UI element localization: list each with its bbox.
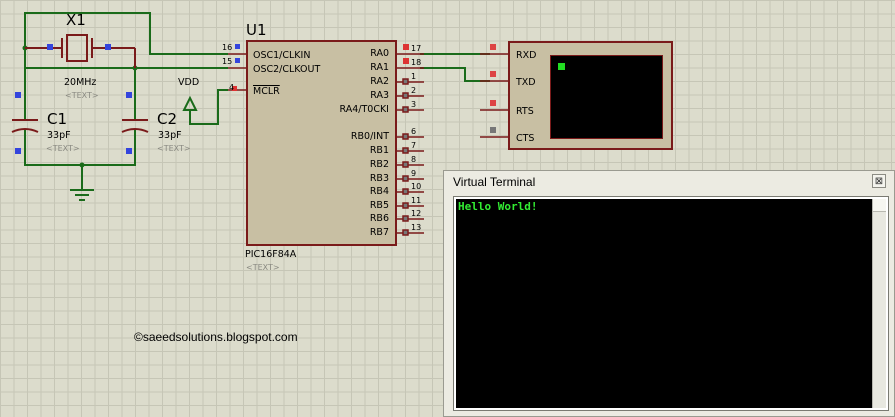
pin-ra4-t0cki-label: RA4/T0CKI bbox=[339, 104, 389, 115]
pin-marker-3 bbox=[402, 106, 409, 113]
c2-ref: C2 bbox=[157, 110, 178, 128]
vdd-label: VDD bbox=[178, 77, 200, 88]
term-pin-rxd: RXD bbox=[516, 50, 537, 61]
pin-rb7-label: RB7 bbox=[369, 227, 389, 238]
term-pin-cts: CTS bbox=[516, 133, 535, 144]
pin-15-num: 15 bbox=[222, 57, 233, 66]
pin-16-num: 16 bbox=[222, 43, 233, 52]
terminal-output-text: Hello World! bbox=[458, 200, 538, 213]
pin-marker-2 bbox=[402, 92, 409, 99]
pin-marker-7 bbox=[402, 147, 409, 154]
pin-ra2-label: RA2 bbox=[370, 76, 389, 87]
pin-marker-13 bbox=[402, 229, 409, 236]
pin-2-num: 2 bbox=[411, 86, 417, 95]
pin-17-num: 17 bbox=[411, 44, 422, 53]
pin-marker-8 bbox=[402, 161, 409, 168]
terminal-frame: Hello World! bbox=[453, 196, 889, 411]
pin-rb3-label: RB3 bbox=[369, 173, 389, 184]
pin-mclr-label: MCLR bbox=[253, 86, 280, 97]
mcu-part: PIC16F84A bbox=[245, 249, 297, 260]
c1-ref: C1 bbox=[47, 110, 68, 128]
pin-9-num: 9 bbox=[411, 169, 417, 178]
virtual-terminal-window[interactable]: Virtual Terminal ⊠ Hello World! bbox=[443, 170, 895, 417]
pin-ra0-label: RA0 bbox=[370, 48, 389, 59]
pin-osc2-label: OSC2/CLKOUT bbox=[253, 64, 321, 75]
terminal-cursor bbox=[558, 63, 565, 70]
pin-marker-9 bbox=[402, 175, 409, 182]
pin-rb5-label: RB5 bbox=[369, 200, 389, 211]
term-pin-rts: RTS bbox=[516, 106, 534, 117]
pin-4-num: 4 bbox=[229, 83, 235, 92]
pin-6-num: 6 bbox=[411, 127, 417, 136]
pin-rb1-label: RB1 bbox=[369, 145, 389, 156]
terminal-mini-screen bbox=[550, 55, 663, 139]
window-title: Virtual Terminal bbox=[453, 175, 536, 189]
pin-18-num: 18 bbox=[411, 58, 422, 67]
pin-rb0-int-label: RB0/INT bbox=[350, 131, 389, 142]
scroll-up-button[interactable] bbox=[873, 199, 886, 212]
virtual-terminal-component[interactable]: RXD TXD RTS CTS bbox=[508, 41, 673, 150]
c2-value: 33pF bbox=[158, 130, 182, 141]
vertical-scrollbar[interactable] bbox=[872, 199, 886, 408]
c1-text: <TEXT> bbox=[46, 144, 80, 153]
mcu-ref: U1 bbox=[246, 21, 267, 39]
pin-rb6-label: RB6 bbox=[369, 213, 389, 224]
pin-7-num: 7 bbox=[411, 141, 417, 150]
term-pin-txd: TXD bbox=[516, 77, 536, 88]
copyright-text: ©saeedsolutions.blogspot.com bbox=[134, 330, 298, 344]
pin-3-num: 3 bbox=[411, 100, 417, 109]
pin-11-num: 11 bbox=[411, 196, 422, 205]
pin-rb4-label: RB4 bbox=[369, 186, 389, 197]
pin-13-num: 13 bbox=[411, 223, 422, 232]
c2-text: <TEXT> bbox=[157, 144, 191, 153]
crystal-ref: X1 bbox=[66, 11, 86, 29]
mcu-text: <TEXT> bbox=[246, 263, 280, 272]
c1-value: 33pF bbox=[47, 130, 71, 141]
pin-marker-11 bbox=[402, 202, 409, 209]
pin-1-num: 1 bbox=[411, 72, 417, 81]
pin-marker-12 bbox=[402, 215, 409, 222]
pin-ra1-label: RA1 bbox=[370, 62, 389, 73]
pin-ra3-label: RA3 bbox=[370, 90, 389, 101]
crystal-value: 20MHz bbox=[64, 77, 97, 88]
pin-10-num: 10 bbox=[411, 182, 422, 191]
pin-osc1-label: OSC1/CLKIN bbox=[253, 50, 311, 61]
close-icon[interactable]: ⊠ bbox=[872, 174, 886, 188]
pin-8-num: 8 bbox=[411, 155, 417, 164]
pin-12-num: 12 bbox=[411, 209, 422, 218]
crystal-text: <TEXT> bbox=[65, 91, 99, 100]
pin-rb2-label: RB2 bbox=[369, 159, 389, 170]
pin-marker-10 bbox=[402, 188, 409, 195]
terminal-output-area[interactable]: Hello World! bbox=[456, 199, 872, 408]
pin-marker-1 bbox=[402, 78, 409, 85]
pin-marker-6 bbox=[402, 133, 409, 140]
